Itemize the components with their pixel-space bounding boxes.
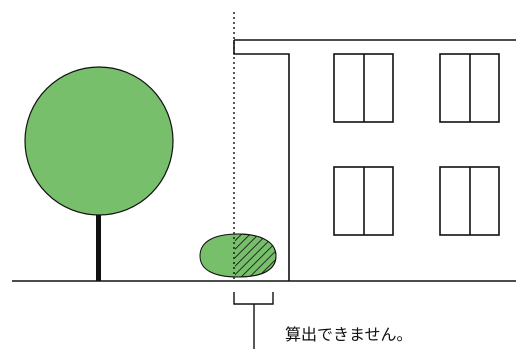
window-lower-left bbox=[333, 166, 394, 236]
annotation-text: 算出できません。 bbox=[285, 325, 413, 344]
window-lower-right bbox=[439, 166, 500, 236]
bush-hatched-outline bbox=[235, 233, 277, 278]
tree-crown bbox=[24, 66, 174, 216]
building bbox=[233, 39, 516, 281]
measurement-bracket bbox=[233, 292, 274, 305]
window-upper-left bbox=[333, 53, 394, 123]
tree bbox=[24, 66, 174, 281]
building-outline bbox=[233, 39, 516, 281]
bush bbox=[199, 233, 277, 278]
bush-hatched-area bbox=[235, 234, 276, 277]
window-upper-right bbox=[439, 53, 500, 123]
tree-trunk bbox=[96, 205, 101, 281]
